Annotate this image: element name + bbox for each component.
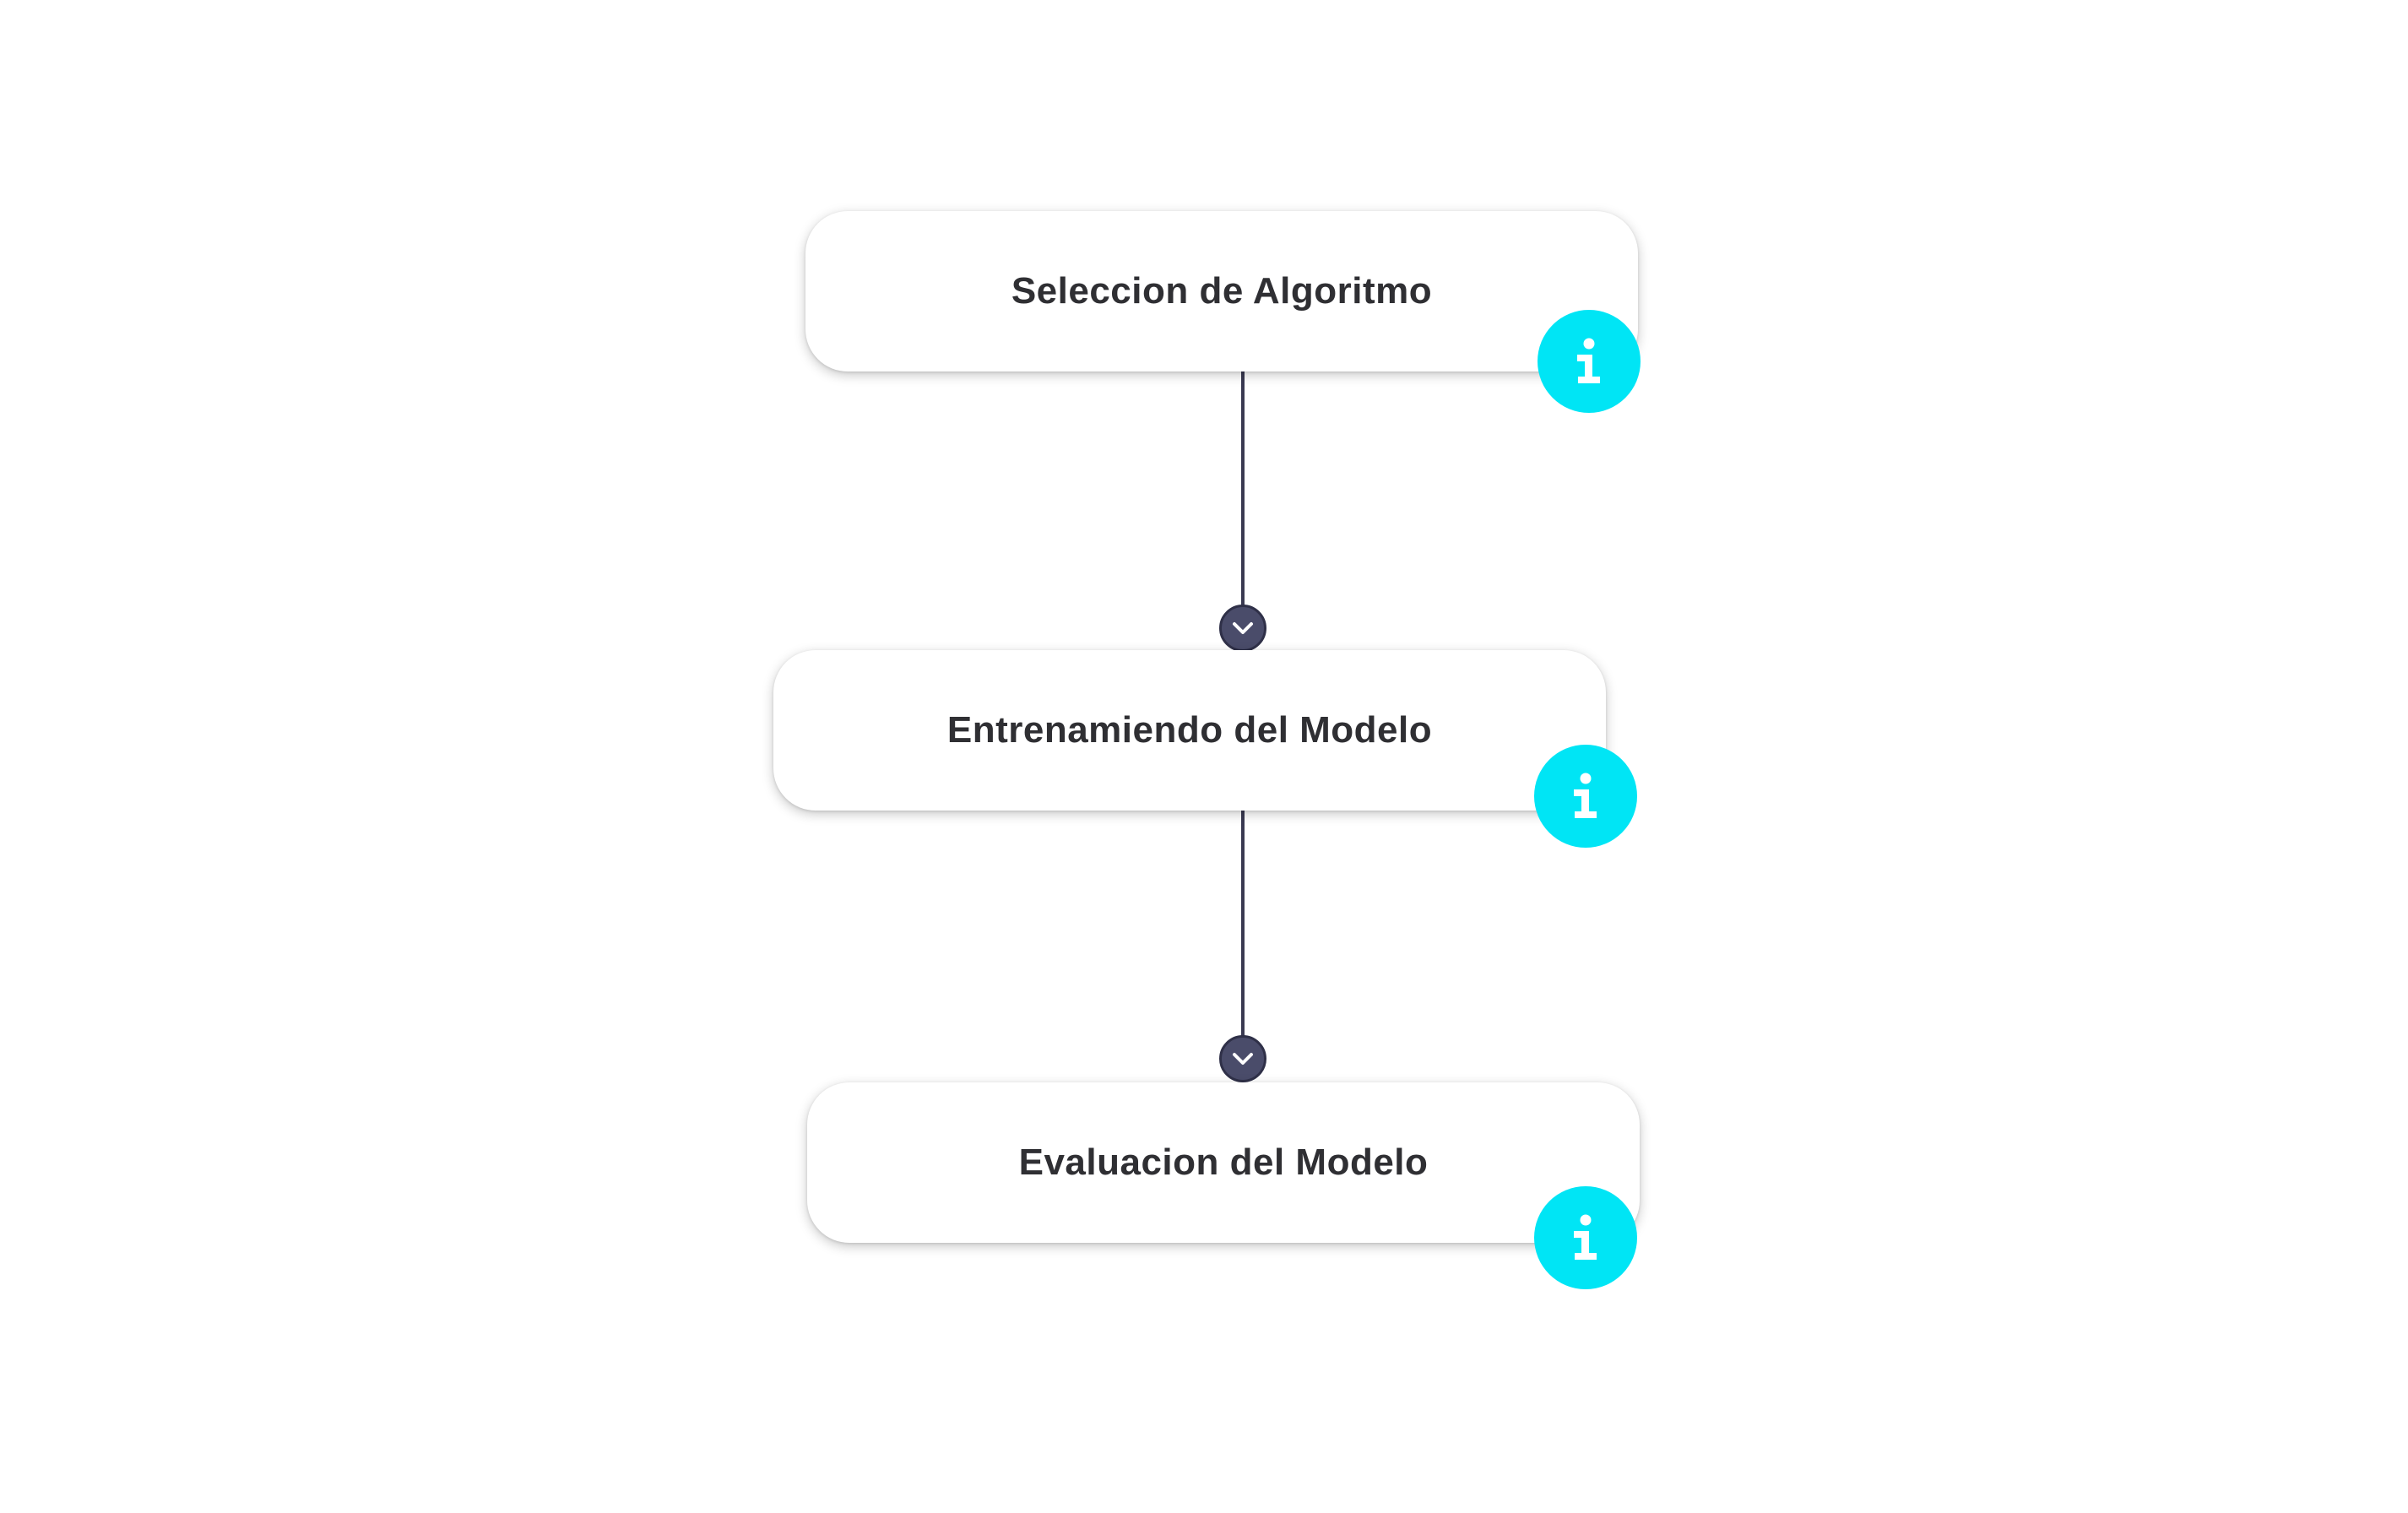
step-title: Entrenamiendo del Modelo (946, 709, 1433, 751)
step-title: Seleccion de Algoritmo (1011, 270, 1433, 312)
info-glyph (1574, 773, 1597, 818)
chevron-down-icon (1219, 1035, 1266, 1082)
chevron-down-icon (1219, 605, 1266, 652)
step-card-evaluacion[interactable]: Evaluacion del Modelo (807, 1082, 1640, 1243)
info-icon[interactable] (1534, 745, 1637, 848)
step-card-entrenamiento[interactable]: Entrenamiendo del Modelo (773, 650, 1606, 811)
connector-line-2 (1241, 809, 1245, 1062)
info-icon[interactable] (1534, 1186, 1637, 1289)
info-glyph (1577, 338, 1600, 383)
info-glyph (1574, 1214, 1597, 1260)
step-card-seleccion[interactable]: Seleccion de Algoritmo (805, 211, 1638, 371)
connector-line-1 (1241, 371, 1245, 625)
info-icon[interactable] (1538, 310, 1641, 413)
step-title: Evaluacion del Modelo (1018, 1142, 1429, 1183)
